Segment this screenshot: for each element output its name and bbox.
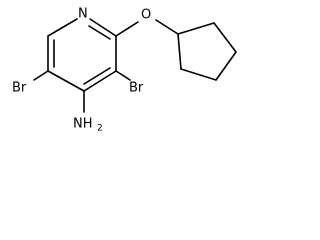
- bond-c5-br: [33, 70, 49, 81]
- cyclopentane-ring: [177, 22, 237, 81]
- bond-cp4-cp5: [180, 68, 217, 81]
- pyridine-ring: [47, 18, 117, 92]
- atom-label-bromine-right: Br: [129, 81, 144, 96]
- bond-c4-c3-inner: [83, 67, 111, 85]
- bond-c4-c3: [83, 70, 117, 92]
- atom-label-amine: NH: [73, 117, 93, 132]
- bond-cp5-cp1: [177, 33, 182, 70]
- bond-c3-br: [115, 70, 131, 81]
- bond-c2-n1: [89, 18, 117, 37]
- bond-c5-c4: [47, 70, 85, 92]
- bond-cp2-cp3: [213, 22, 237, 53]
- bond-c2-o: [115, 21, 139, 37]
- bond-o-cyclopentyl: [155, 19, 179, 35]
- chemical-structure-diagram: N O Br Br NH 2: [12, 7, 237, 134]
- atom-label-ether-oxygen: O: [141, 8, 151, 23]
- bond-n1-c6: [47, 18, 78, 37]
- atom-label-amine-subscript: 2: [97, 124, 103, 134]
- bond-cp3-cp4: [215, 51, 237, 81]
- atom-label-ring-nitrogen: N: [78, 7, 88, 22]
- bond-cp1-cp2: [177, 22, 215, 35]
- bond-c2-n1-inner: [88, 25, 111, 40]
- substituent-bonds: [33, 19, 179, 113]
- atom-label-bromine-left: Br: [12, 81, 27, 96]
